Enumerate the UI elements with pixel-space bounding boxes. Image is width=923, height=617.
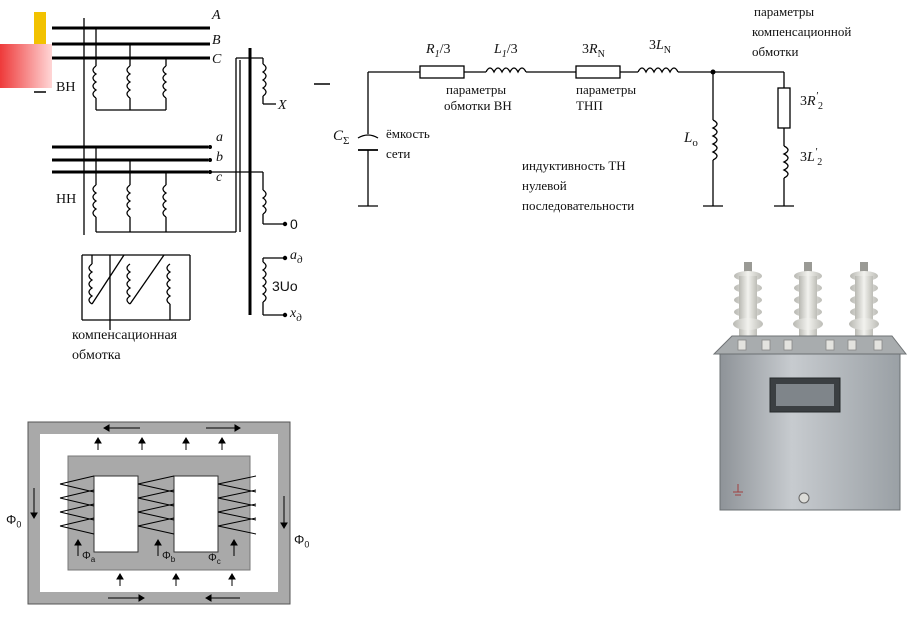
drain-bolt [798, 492, 810, 504]
label-comp-params-3: обмотки [752, 44, 799, 59]
equivalent-circuit [357, 65, 794, 207]
resistor-r2 [777, 87, 791, 129]
label-cap-text-2: сети [386, 146, 411, 161]
capacitor-top-plate [357, 134, 379, 139]
label-phi-b: Φb [162, 550, 176, 565]
label-tn-text-1: индуктивность ТН [522, 158, 626, 173]
label-lv: НН [56, 192, 77, 207]
transformer-photo [712, 262, 908, 511]
label-l1: L1/3 [494, 42, 518, 60]
label-ln: 3LN [649, 38, 672, 56]
label-phase-lb: b [216, 150, 223, 165]
inductor-l0 [711, 119, 718, 161]
label-phi-a: Φa [82, 550, 96, 565]
magnetic-core-diagram [27, 421, 291, 605]
slide-accent [0, 12, 52, 88]
hv-coil-b [126, 65, 132, 99]
label-tn-text-3: последовательности [522, 198, 635, 213]
comp-coil-3 [166, 263, 172, 305]
red-accent-block [0, 44, 52, 88]
label-phase-lc: c [216, 170, 223, 185]
label-hv-params-1: параметры [446, 82, 507, 97]
label-tnp-params-2: ТНП [576, 98, 603, 113]
label-comp-winding-1: компенсационная [72, 328, 178, 343]
label-rn: 3RN [582, 42, 605, 60]
lv-coil-c [162, 184, 168, 218]
label-tn-text-2: нулевой [522, 178, 567, 193]
lv-coil-a [92, 184, 98, 218]
x-coil [261, 63, 267, 97]
comp-coil-2 [126, 263, 132, 305]
yellow-accent-bar [34, 12, 46, 52]
insulators [733, 262, 879, 336]
label-comp-params-2: компенсационной [752, 24, 852, 39]
lv-coil-b [126, 184, 132, 218]
transformer-schematic [34, 18, 330, 330]
inductor-l2 [782, 145, 789, 179]
inductor-l1 [485, 67, 527, 74]
label-x: X [278, 98, 287, 113]
transformer-tank [719, 353, 901, 511]
core-window-right [173, 475, 219, 553]
junction-node [710, 69, 716, 75]
hv-coil-c [162, 65, 168, 99]
label-comp-winding-2: обмотка [72, 348, 121, 363]
label-r1: R1/3 [426, 42, 451, 60]
resistor-r1 [419, 65, 465, 79]
label-r2: 3R′2 [800, 90, 823, 112]
label-phase-la: a [216, 130, 223, 145]
core-window-left [93, 475, 139, 553]
label-phase-b: B [212, 33, 221, 48]
label-phase-c: C [212, 52, 222, 67]
label-cap-text-1: ёмкость [386, 126, 430, 141]
label-l2: 3L′2 [800, 146, 823, 168]
label-zero: 0 [290, 216, 298, 232]
label-xd: xд [290, 306, 302, 324]
label-c-sigma: CΣ [333, 128, 350, 147]
label-comp-params-1: параметры [754, 4, 815, 19]
label-hv-params-2: обмотки ВН [444, 98, 512, 113]
u0-coil [261, 261, 267, 303]
label-l0: Lо [684, 130, 698, 149]
label-phi-c: Φc [208, 552, 221, 567]
resistor-rn [575, 65, 621, 79]
label-hv: ВН [56, 80, 76, 95]
label-phi0-right: Φ0 [294, 532, 310, 550]
label-ad: aд [290, 248, 303, 266]
label-phi0-left: Φ0 [6, 512, 22, 530]
hv-coil-a [92, 65, 98, 99]
label-3u0: 3Uo [272, 278, 298, 294]
comp-coil-1 [88, 263, 94, 305]
inductor-ln [637, 67, 679, 74]
label-tnp-params-1: параметры [576, 82, 637, 97]
zero-coil [261, 189, 267, 215]
label-phase-a: A [212, 8, 221, 23]
